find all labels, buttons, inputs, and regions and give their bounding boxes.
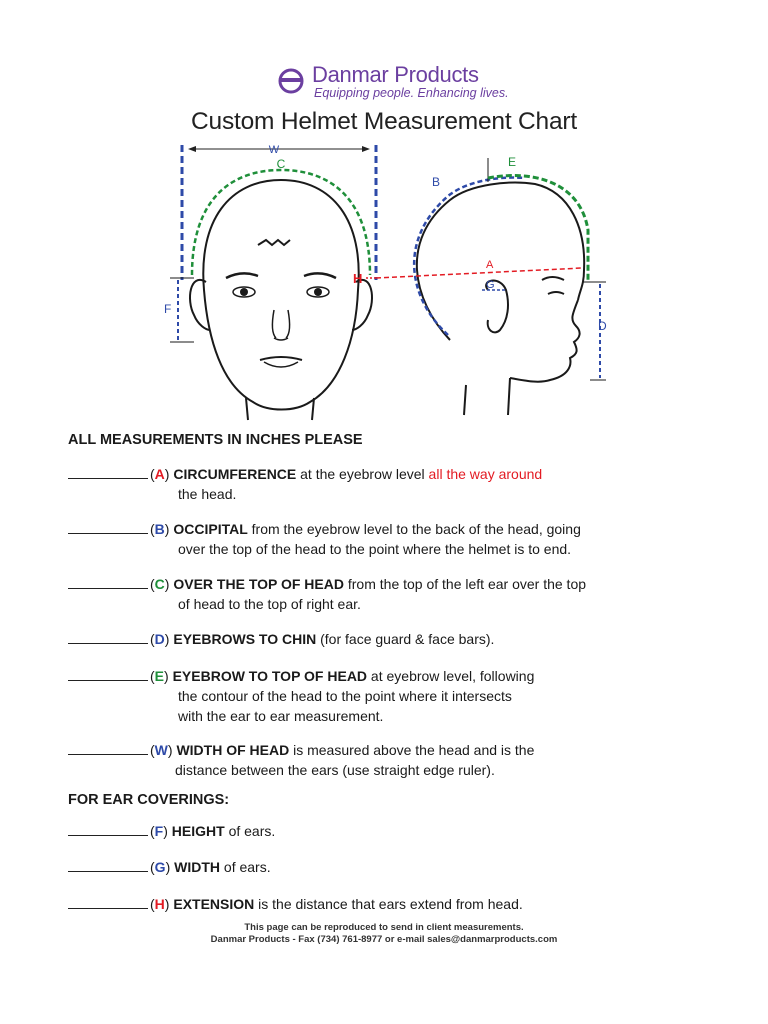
- label-b: B: [432, 175, 440, 189]
- measurement-item-e: (E) EYEBROW TO TOP OF HEAD at eyebrow le…: [68, 666, 708, 726]
- measurement-item-c: (C) OVER THE TOP OF HEAD from the top of…: [68, 574, 708, 614]
- page-title: Custom Helmet Measurement Chart: [191, 108, 577, 135]
- head-measurement-diagram: W C F H: [164, 144, 607, 421]
- input-blank-d[interactable]: [68, 632, 148, 644]
- measurement-item-g: (G) WIDTH of ears.: [68, 857, 708, 877]
- measurement-item-h: (H) EXTENSION is the distance that ears …: [68, 894, 708, 914]
- brand-name: Danmar Products: [312, 62, 479, 87]
- footer-line-2: Danmar Products - Fax (734) 761-8977 or …: [210, 934, 558, 945]
- b-arc: [413, 176, 526, 336]
- footer-line-1: This page can be reproduced to send in c…: [244, 922, 524, 933]
- brand-logo: Danmar Products Equipping people. Enhanc…: [278, 62, 509, 102]
- section-heading-measurements: ALL MEASUREMENTS IN INCHES PLEASE: [68, 432, 363, 448]
- measurement-item-f: (F) HEIGHT of ears.: [68, 821, 708, 841]
- side-head-view: B E A G D: [375, 155, 607, 416]
- label-d: D: [598, 319, 607, 333]
- label-e: E: [508, 155, 516, 169]
- input-blank-c[interactable]: [68, 577, 148, 589]
- input-blank-w[interactable]: [68, 743, 148, 755]
- a-line: [375, 267, 583, 279]
- label-w: W: [269, 144, 280, 156]
- measurement-item-b: (B) OCCIPITAL from the eyebrow level to …: [68, 519, 708, 559]
- c-arc: [190, 168, 372, 276]
- measurement-item-a: (A) CIRCUMFERENCE at the eyebrow level a…: [68, 464, 708, 504]
- measurement-item-w: (W) WIDTH OF HEAD is measured above the …: [68, 740, 708, 780]
- label-f: F: [164, 302, 171, 316]
- input-blank-e[interactable]: [68, 669, 148, 681]
- input-blank-b[interactable]: [68, 522, 148, 534]
- input-blank-h[interactable]: [68, 897, 148, 909]
- label-h: H: [353, 271, 362, 286]
- input-blank-a[interactable]: [68, 467, 148, 479]
- label-a: A: [486, 259, 494, 271]
- measurement-item-d: (D) EYEBROWS TO CHIN (for face guard & f…: [68, 629, 708, 649]
- label-g: G: [486, 279, 495, 291]
- section-heading-ear-coverings: FOR EAR COVERINGS:: [68, 792, 230, 808]
- label-c: C: [277, 157, 286, 171]
- e-arc: [487, 174, 590, 280]
- input-blank-g[interactable]: [68, 860, 148, 872]
- input-blank-f[interactable]: [68, 824, 148, 836]
- danmar-logo-icon: [278, 68, 304, 94]
- brand-tagline: Equipping people. Enhancing lives.: [314, 86, 509, 100]
- front-head-view: W C F H: [164, 144, 378, 421]
- page-footer: This page can be reproduced to send in c…: [0, 922, 768, 946]
- front-head-outline: [202, 178, 360, 411]
- side-head-outline: [416, 181, 586, 341]
